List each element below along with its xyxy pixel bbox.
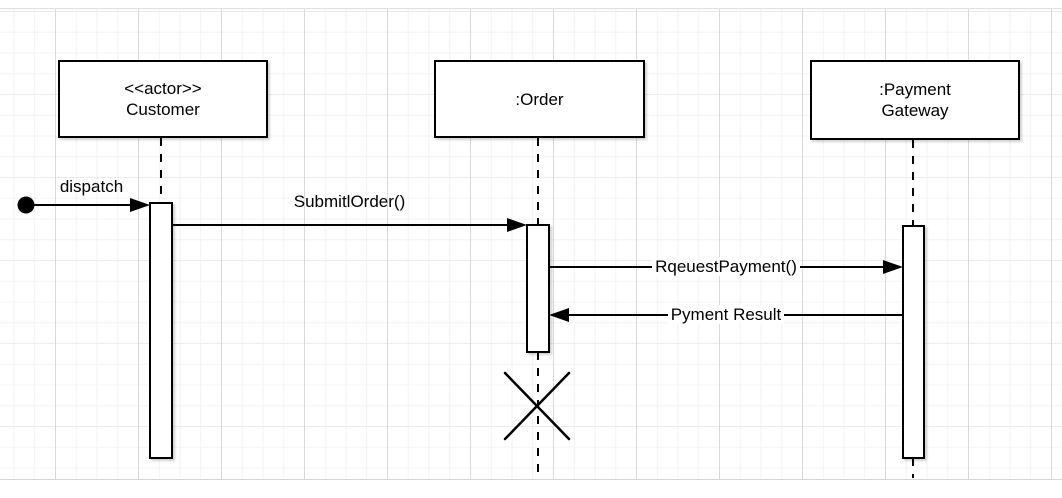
lifeline-head-customer[interactable]: <<actor>> Customer <box>58 60 268 138</box>
arrowhead-left-icon <box>549 308 569 322</box>
arrowhead-right-icon <box>883 260 903 274</box>
destroy-marker-x-icon[interactable] <box>503 371 571 441</box>
lifeline-head-order-label: :Order <box>515 89 564 109</box>
lifeline-head-payment-gateway-label: :Payment Gateway <box>879 80 951 120</box>
lifeline-head-payment-gateway[interactable]: :Payment Gateway <box>810 60 1020 140</box>
start-node-icon[interactable] <box>17 196 35 214</box>
message-label-submit-order-text: SubmitlOrder() <box>293 192 406 211</box>
message-label-submit-order[interactable]: SubmitlOrder() <box>172 192 527 212</box>
arrowhead-right-icon <box>130 198 150 212</box>
message-label-payment-result[interactable]: Pyment Result <box>549 305 903 325</box>
activation-bar-payment-gateway[interactable] <box>902 225 925 459</box>
message-dispatch-arrow[interactable] <box>17 196 151 214</box>
message-label-request-payment[interactable]: RqeuestPayment() <box>549 257 903 277</box>
activation-bar-customer[interactable] <box>149 202 173 459</box>
message-label-request-payment-text: RqeuestPayment() <box>652 257 800 276</box>
message-label-dispatch[interactable]: dispatch <box>33 177 150 197</box>
activation-bar-order[interactable] <box>526 224 550 353</box>
lifeline-head-customer-label: <<actor>> Customer <box>124 79 202 119</box>
message-label-dispatch-text: dispatch <box>59 177 124 196</box>
message-label-payment-result-text: Pyment Result <box>667 305 785 324</box>
lifeline-head-order[interactable]: :Order <box>434 60 645 138</box>
arrowhead-right-icon <box>507 218 527 232</box>
message-submit-order-arrow[interactable] <box>172 218 527 232</box>
